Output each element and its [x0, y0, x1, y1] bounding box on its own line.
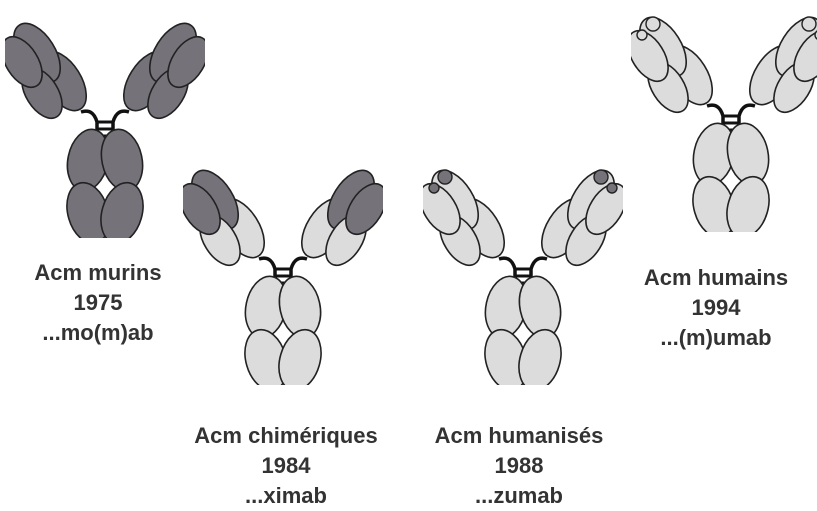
human-antibody-icon [631, 2, 817, 232]
murine-antibody-icon [5, 8, 205, 238]
chimeric-suffix-label: ...ximab [156, 481, 416, 511]
fc-domain [720, 172, 776, 232]
humanized-suffix-label: ...zumab [389, 481, 649, 511]
cdr-dot [802, 17, 816, 31]
fc-domain [512, 325, 568, 385]
human-suffix-label: ...(m)umab [586, 323, 817, 353]
humanized-year-label: 1988 [389, 451, 649, 481]
fc-domain [94, 178, 150, 238]
cdr-dot [607, 183, 617, 193]
murine-type-label: Acm murins [0, 258, 228, 288]
cdr-dot [646, 17, 660, 31]
cdr-dot [594, 170, 608, 184]
murine-year-label: 1975 [0, 288, 228, 318]
cdr-dot [429, 183, 439, 193]
chimeric-year-label: 1984 [156, 451, 416, 481]
chimeric-type-label: Acm chimériques [156, 421, 416, 451]
humanized-type-label: Acm humanisés [389, 421, 649, 451]
cdr-dot [637, 30, 647, 40]
human-year-label: 1994 [586, 293, 817, 323]
murine-caption: Acm murins 1975 ...mo(m)ab [0, 258, 228, 348]
fc-domain [272, 325, 328, 385]
humanized-caption: Acm humanisés 1988 ...zumab [389, 421, 649, 511]
human-type-label: Acm humains [586, 263, 817, 293]
human-caption: Acm humains 1994 ...(m)umab [586, 263, 817, 353]
murine-suffix-label: ...mo(m)ab [0, 318, 228, 348]
chimeric-caption: Acm chimériques 1984 ...ximab [156, 421, 416, 511]
cdr-dot [438, 170, 452, 184]
